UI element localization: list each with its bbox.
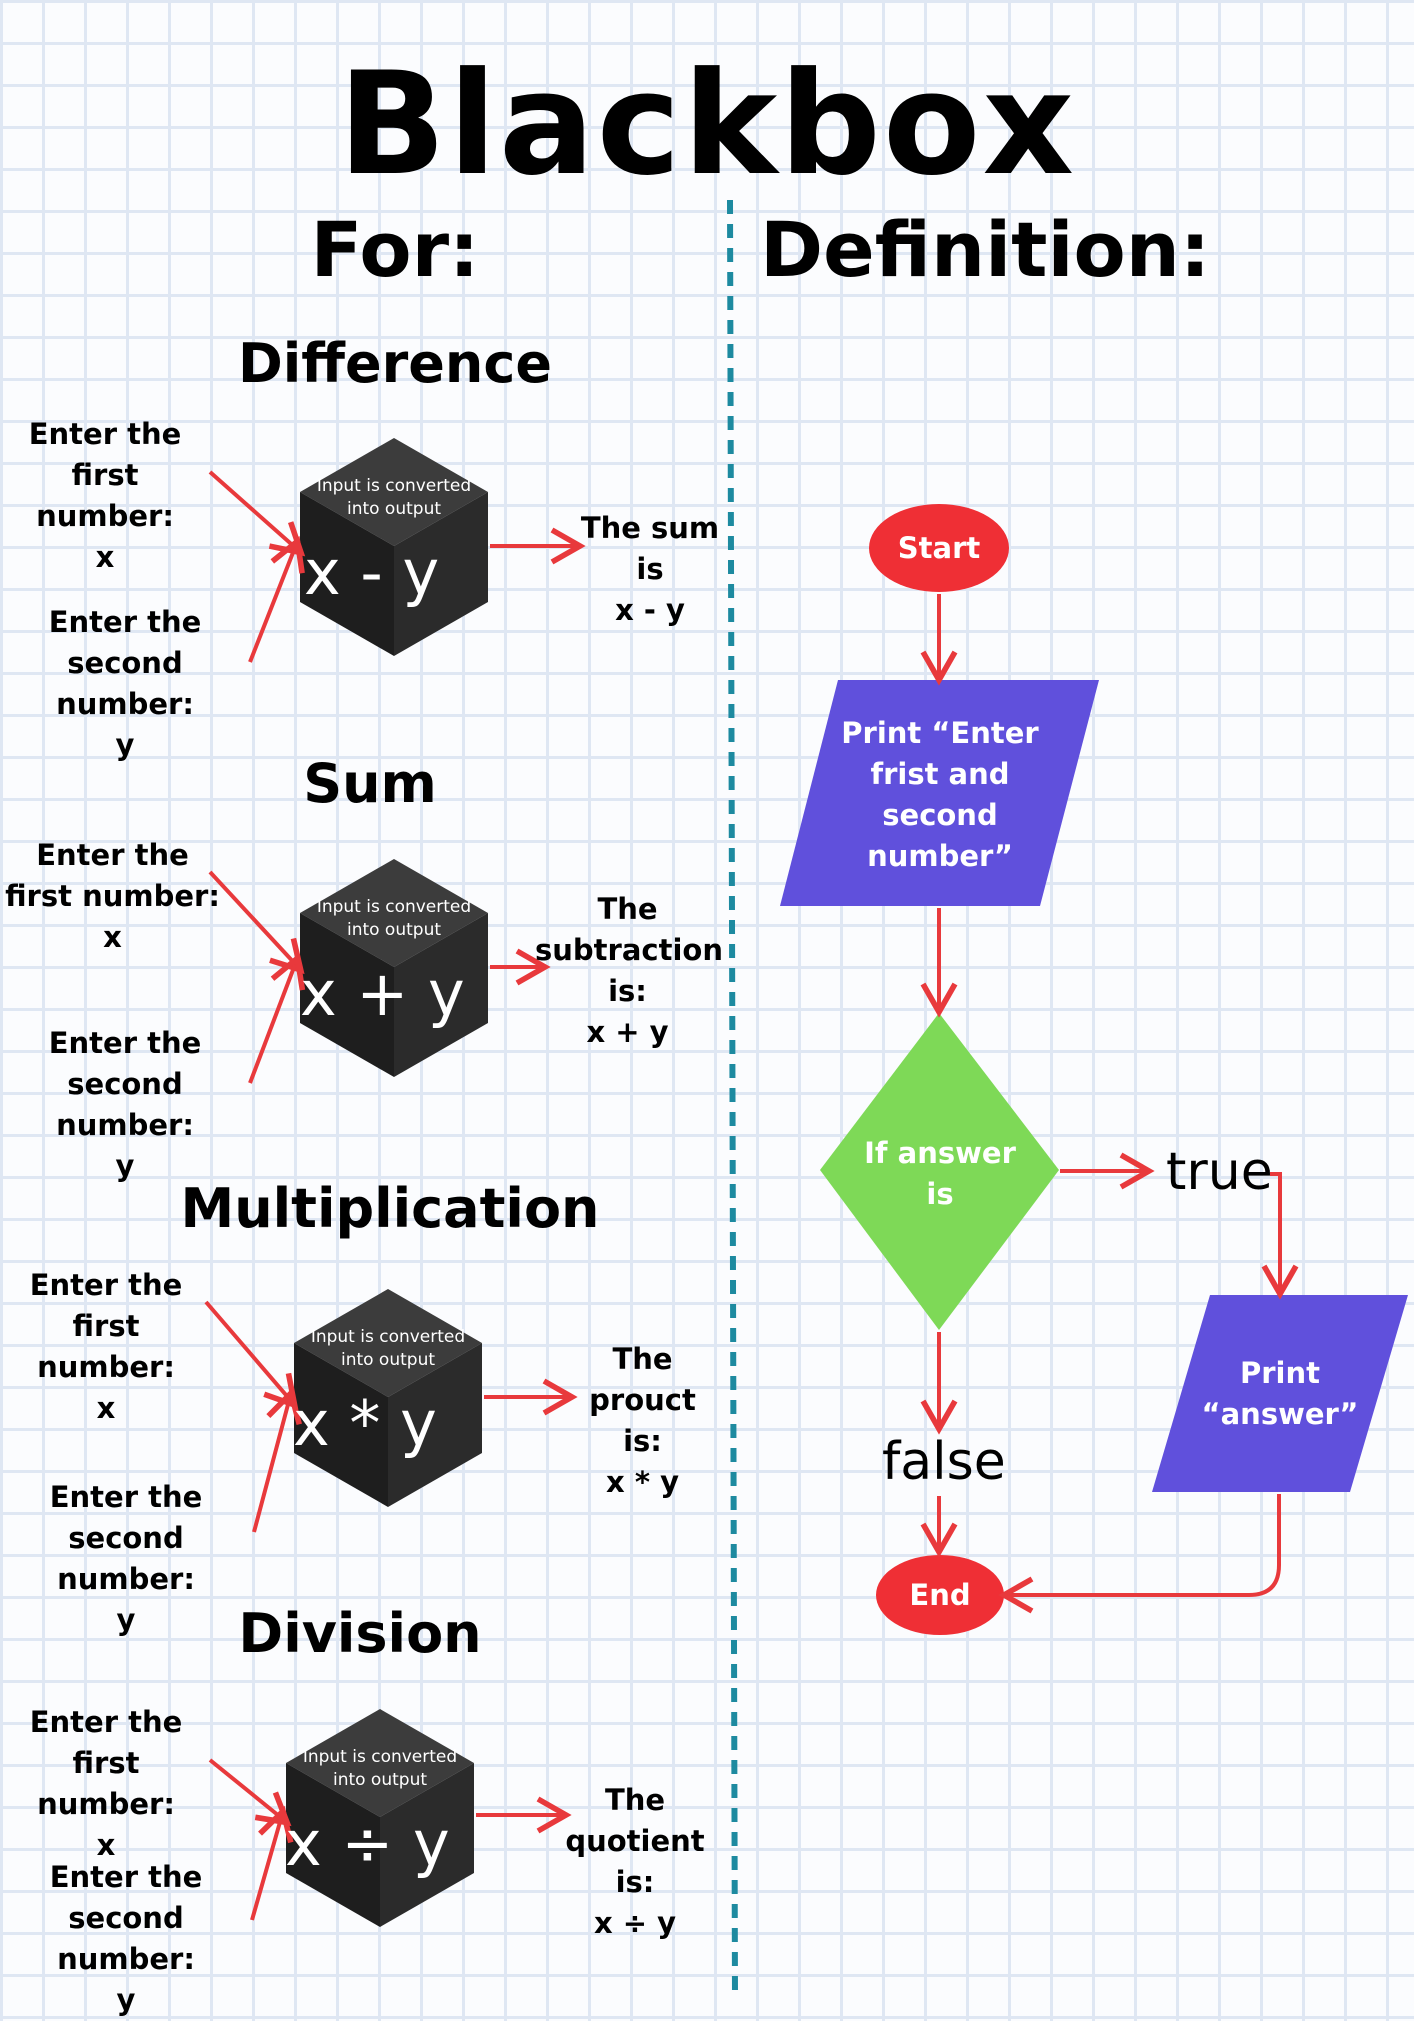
center-divider (727, 199, 738, 2000)
cube-operator: x * y (293, 1387, 437, 1460)
cube-caption: Input is converted into output (316, 897, 472, 940)
input-first-label: Enter the first number: x (5, 838, 220, 954)
input-second-label: Enter the second number: y (48, 1026, 202, 1183)
section-heading-difference: Difference (237, 332, 553, 395)
input-first-label: Enter the first number: x (29, 1268, 183, 1425)
decision-label: If answer is (864, 1136, 1016, 1211)
blackbox-cube-sum (300, 859, 488, 1077)
section-heading-division: Division (238, 1602, 482, 1665)
input-parallelogram (780, 680, 1099, 906)
start-label: Start (897, 531, 981, 565)
print-input-label: Print “Enter frist and second number” (841, 716, 1039, 873)
input-second-label: Enter the second number: y (49, 1860, 203, 2017)
cube-caption: Input is converted into output (316, 476, 472, 519)
print-answer-label: Print “answer” (1201, 1356, 1359, 1431)
true-label: true (1166, 1142, 1273, 1202)
cube-operator: x - y (304, 536, 440, 609)
cube-arrows (204, 470, 586, 1921)
blackbox-cube-difference (300, 438, 488, 656)
end-terminal (876, 1555, 1004, 1635)
page-title: Blackbox (337, 42, 1077, 207)
output-label: The quotient is: x ÷ y (565, 1783, 705, 1940)
false-label: false (882, 1432, 1006, 1492)
flow-arrows (920, 594, 1299, 1614)
output-label: The sum is x - y (580, 511, 720, 627)
input-first-label: Enter the first number: x (29, 1705, 183, 1862)
blackbox-cube-multiplication (294, 1289, 482, 1507)
end-label: End (909, 1578, 971, 1612)
cube-caption: Input is converted into output (302, 1747, 458, 1790)
cube-caption: Input is converted into output (310, 1327, 466, 1370)
start-terminal (869, 504, 1009, 592)
section-heading-multiplication: Multiplication (180, 1177, 600, 1240)
blackbox-cube-division (286, 1709, 474, 1927)
cube-operator: x ÷ y (285, 1807, 450, 1880)
decision-diamond (820, 1013, 1059, 1330)
input-second-label: Enter the second number: y (48, 605, 202, 762)
output-label: The prouct is: x * y (589, 1342, 696, 1499)
output-label: The subtraction is: x + y (535, 892, 723, 1049)
input-second-label: Enter the second number: y (49, 1480, 203, 1637)
right-heading: Definition: (760, 205, 1211, 294)
input-first-label: Enter the first number: x (28, 417, 182, 574)
section-heading-sum: Sum (303, 752, 437, 815)
cube-operator: x + y (300, 957, 465, 1030)
left-heading: For: (310, 205, 480, 294)
output-parallelogram (1152, 1295, 1408, 1492)
